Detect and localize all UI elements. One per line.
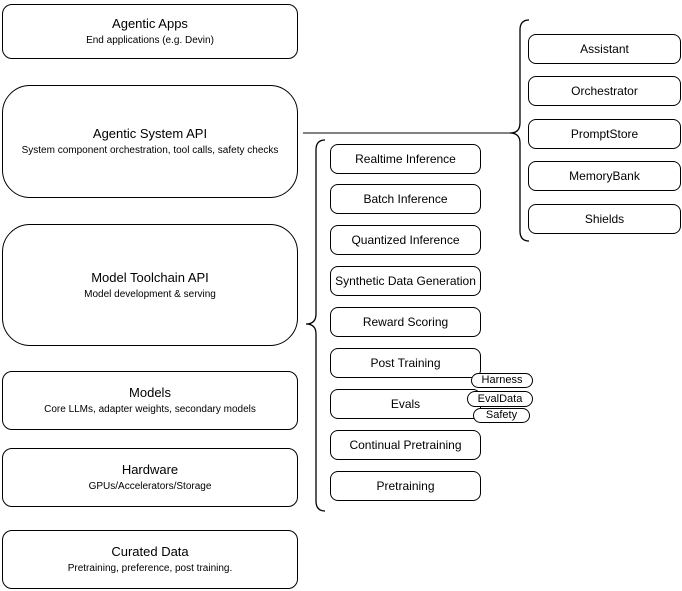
layer-subtitle: Pretraining, preference, post training. — [67, 563, 233, 574]
node-orchestrator: Orchestrator — [528, 76, 681, 106]
layer-subtitle: End applications (e.g. Devin) — [86, 35, 214, 46]
node-label: Batch Inference — [363, 192, 448, 206]
layer-subtitle: GPUs/Accelerators/Storage — [88, 481, 212, 492]
node-label: Pretraining — [376, 479, 435, 493]
layer-title: Hardware — [121, 462, 179, 477]
node-label: Continual Pretraining — [349, 438, 462, 452]
layer-title: Models — [129, 385, 171, 400]
node-label: Post Training — [370, 356, 441, 370]
node-evals: Evals — [330, 389, 481, 419]
layer-agentic-system-api: Agentic System API System component orch… — [2, 85, 298, 198]
layer-subtitle: Core LLMs, adapter weights, secondary mo… — [44, 404, 256, 415]
pill-evaldata: EvalData — [467, 391, 533, 407]
node-assistant: Assistant — [528, 34, 681, 64]
layer-title: Agentic System API — [92, 126, 208, 141]
system-brace — [509, 19, 530, 242]
node-label: Reward Scoring — [362, 315, 449, 329]
pill-harness: Harness — [471, 373, 533, 388]
layer-title: Agentic Apps — [112, 16, 188, 31]
layer-subtitle: System component orchestration, tool cal… — [21, 145, 279, 156]
layer-title: Curated Data — [111, 544, 189, 559]
node-memorybank: MemoryBank — [528, 161, 681, 191]
layer-model-toolchain-api: Model Toolchain API Model development & … — [2, 224, 298, 346]
node-label: PromptStore — [570, 127, 639, 141]
layer-subtitle: Model development & serving — [84, 288, 216, 300]
pill-safety: Safety — [473, 408, 530, 423]
node-promptstore: PromptStore — [528, 119, 681, 149]
node-batch-inference: Batch Inference — [330, 184, 481, 214]
node-label: Shields — [584, 212, 625, 226]
node-synthetic-data-generation: Synthetic Data Generation — [330, 266, 481, 296]
layer-curated-data: Curated Data Pretraining, preference, po… — [2, 530, 298, 589]
node-continual-pretraining: Continual Pretraining — [330, 430, 481, 460]
layer-models: Models Core LLMs, adapter weights, secon… — [2, 371, 298, 430]
pill-label: EvalData — [477, 392, 523, 405]
node-label: Synthetic Data Generation — [335, 274, 476, 288]
node-quantized-inference: Quantized Inference — [330, 225, 481, 255]
node-post-training: Post Training — [330, 348, 481, 378]
node-shields: Shields — [528, 204, 681, 234]
node-label: Orchestrator — [571, 84, 638, 98]
node-label: Evals — [390, 397, 421, 411]
pill-label: Harness — [481, 374, 523, 386]
node-label: Quantized Inference — [351, 233, 460, 247]
layer-hardware: Hardware GPUs/Accelerators/Storage — [2, 448, 298, 507]
layer-agentic-apps: Agentic Apps End applications (e.g. Devi… — [2, 4, 298, 59]
node-label: Realtime Inference — [355, 152, 456, 166]
pill-label: Safety — [485, 409, 518, 421]
node-label: Assistant — [580, 42, 629, 56]
toolchain-brace — [305, 139, 326, 512]
node-label: MemoryBank — [569, 169, 640, 183]
node-reward-scoring: Reward Scoring — [330, 307, 481, 337]
node-pretraining: Pretraining — [330, 471, 481, 501]
node-realtime-inference: Realtime Inference — [330, 144, 481, 174]
layer-title: Model Toolchain API — [91, 269, 209, 285]
